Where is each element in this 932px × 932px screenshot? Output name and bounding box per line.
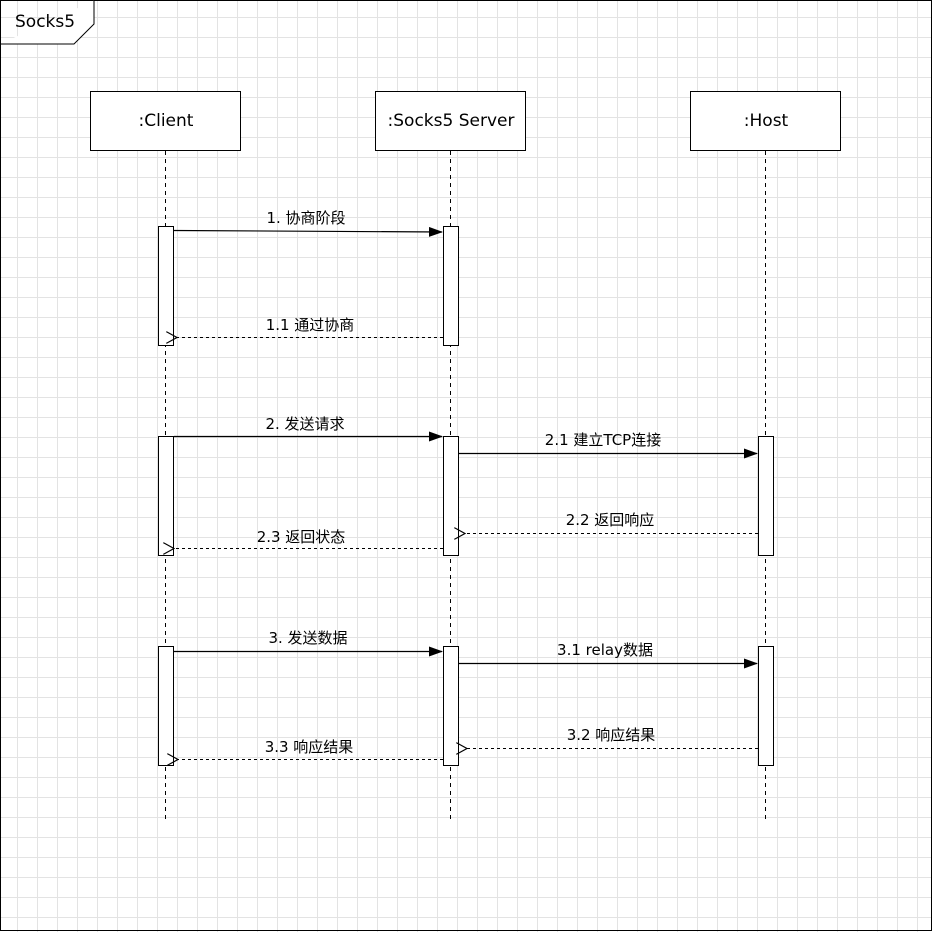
message-label-2-1: 2.1 建立TCP连接	[544, 431, 662, 449]
message-label-2-2: 2.2 返回响应	[565, 511, 655, 529]
actor-box-client	[90, 91, 241, 151]
activation-host-2	[758, 646, 774, 766]
message-label-1: 1. 协商阶段	[266, 209, 346, 227]
frame-title: Socks5	[15, 12, 76, 32]
message-label-2: 2. 发送请求	[265, 415, 345, 433]
actor-box-host	[690, 91, 841, 151]
frame-title-tab	[0, 0, 95, 45]
activation-host-1	[758, 436, 774, 556]
message-arrow-1	[173, 226, 443, 237]
message-label-1-1: 1.1 通过协商	[265, 316, 355, 334]
activation-server-1	[443, 226, 459, 346]
activation-server-3	[443, 646, 459, 766]
activation-client-3	[158, 646, 174, 766]
message-label-3-2: 3.2 响应结果	[566, 726, 656, 744]
activation-client-2	[158, 436, 174, 556]
activation-client-1	[158, 226, 174, 346]
activation-server-2	[443, 436, 459, 556]
message-label-2-3: 2.3 返回状态	[256, 528, 346, 546]
actor-host: :Host	[743, 111, 789, 131]
message-label-3: 3. 发送数据	[268, 629, 348, 647]
actor-socks5-server: :Socks5 Server	[387, 111, 515, 131]
actor-client: :Client	[138, 111, 194, 131]
message-label-3-1: 3.1 relay数据	[557, 641, 653, 659]
actor-box-server	[375, 91, 526, 151]
message-label-3-3: 3.3 响应结果	[264, 738, 354, 756]
